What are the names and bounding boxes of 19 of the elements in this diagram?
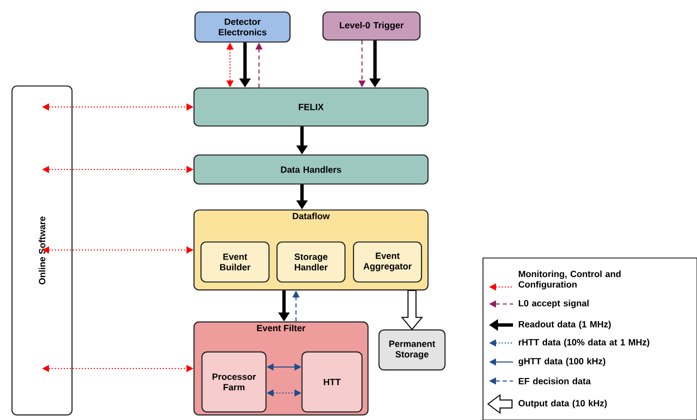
process-box: Data Handlers (193, 154, 429, 185)
legend-text: EF decision data (518, 378, 591, 384)
detector-box: Detector Electronics (194, 11, 291, 43)
legend-text: Output data (10 kHz) (518, 400, 607, 408)
component-box: Event Aggregator (352, 241, 422, 283)
component-box: Event Builder (200, 241, 270, 283)
process-box: FELIX (193, 87, 429, 127)
legend-text: Monitoring, Control and Configuration (518, 270, 621, 290)
software-band: Online Software (11, 85, 73, 416)
component-box: Processor Farm (201, 351, 267, 413)
component-box: Storage Handler (276, 241, 346, 283)
legend-text: rHTT data (10% data at 1 MHz) (518, 338, 650, 348)
trigger-box: Level-0 Trigger (322, 11, 421, 41)
legend-text: Readout data (1 MHz) (518, 320, 611, 330)
output-arrow (400, 290, 424, 330)
storage-box: Permanent Storage (378, 329, 446, 371)
component-box: HTT (301, 351, 363, 413)
legend-text: gHTT data (100 kHz) (518, 358, 606, 366)
legend-text: L0 accept signal (518, 300, 589, 308)
